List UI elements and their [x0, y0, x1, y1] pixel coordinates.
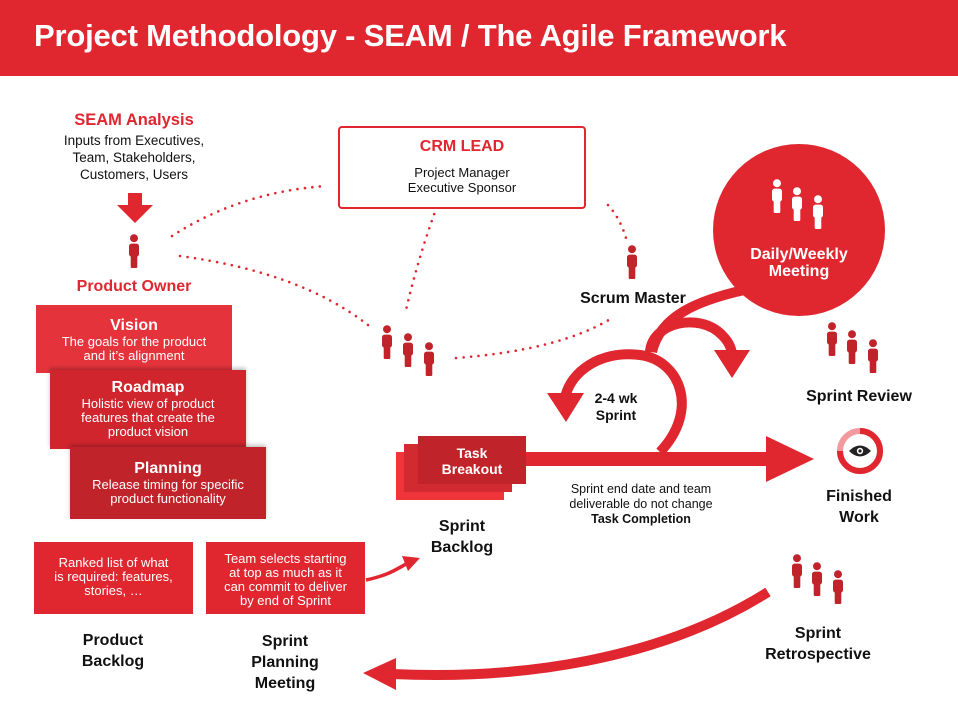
roadmap-card: Roadmap Holistic view of product feature…: [50, 370, 246, 449]
sprint-review-label: Sprint Review: [806, 388, 912, 405]
review-person-icon: [847, 330, 857, 364]
box-line: by end of Sprint: [239, 593, 332, 608]
team-selects-box: Team selects starting at top as much as …: [206, 542, 365, 614]
vision-text: The goals for the product and it’s align…: [36, 335, 232, 363]
header-bar: [0, 0, 958, 76]
label-line: Meeting: [254, 675, 316, 692]
sprint-loop-arrowhead: [547, 393, 584, 422]
planning-text: Release timing for specific product func…: [70, 478, 266, 506]
label-line: Sprint: [794, 625, 842, 642]
sprint-planning-label: Sprint Planning Meeting: [220, 631, 350, 694]
crm-lead-title: CRM LEAD: [419, 138, 505, 155]
card-line: product vision: [107, 424, 189, 439]
label-line: Backlog: [430, 539, 494, 556]
role-line: Executive Sponsor: [407, 180, 517, 195]
planning-to-backlog-arrowhead: [402, 556, 420, 571]
scrum-master-person-icon: [627, 245, 637, 279]
label-line: Finished: [826, 488, 892, 505]
retro-return-arrowhead: [363, 658, 396, 690]
daily-meeting-loop: [645, 317, 737, 357]
end-date-note: Sprint end date and team deliverable do …: [548, 482, 734, 527]
crm-lead-box: [338, 126, 586, 209]
sprint-cycle-label: 2-4 wk Sprint: [576, 390, 656, 424]
card-line: product functionality: [110, 491, 226, 506]
retro-person-icon: [833, 570, 843, 604]
label-line: Work: [839, 509, 879, 526]
task-breakout-card: Task Breakout: [418, 436, 526, 484]
box-line: stories, …: [84, 583, 143, 598]
product-backlog-label: Product Backlog: [44, 630, 182, 672]
card-line: Release timing for specific: [92, 477, 244, 492]
card-line: The goals for the product: [61, 334, 207, 349]
label-line: Daily/Weekly: [750, 246, 848, 263]
sprint-loop-arrow: [560, 349, 687, 456]
card-line: and it’s alignment: [83, 348, 185, 363]
main-flow-arrow-shaft: [520, 452, 770, 466]
retro-return-arrow: [391, 587, 771, 680]
label-line: Planning: [251, 654, 319, 671]
seam-analysis-title: SEAM Analysis: [74, 111, 194, 129]
scrum-master-label: Scrum Master: [580, 290, 686, 307]
product-owner-person-icon: [129, 234, 139, 268]
crm-lead-roles: Project Manager Executive Sponsor: [338, 165, 586, 195]
team-person-icon: [403, 333, 413, 367]
roadmap-title: Roadmap: [111, 379, 185, 396]
note-line: Sprint end date and team: [570, 482, 712, 496]
label-line: Backlog: [81, 653, 145, 670]
finished-work-label: Finished Work: [802, 486, 916, 528]
label-line: Retrospective: [765, 646, 871, 663]
card-line: Holistic view of product: [81, 396, 215, 411]
box-line: can commit to deliver: [224, 579, 347, 594]
daily-meeting-arrowhead: [714, 350, 750, 378]
vision-title: Vision: [110, 317, 158, 334]
label-line: Meeting: [768, 263, 830, 280]
input-line: Customers, Users: [79, 167, 189, 182]
input-line: Team, Stakeholders,: [72, 150, 196, 165]
eye-icon: [849, 445, 871, 457]
main-flow-arrowhead: [766, 436, 814, 482]
label-line: Task: [456, 445, 488, 461]
box-line: Ranked list of what: [58, 555, 169, 570]
note-line: deliverable do not change: [569, 497, 713, 511]
label-line: Product: [82, 632, 144, 649]
planning-card: Planning Release timing for specific pro…: [70, 447, 266, 519]
retro-person-icon: [812, 562, 822, 596]
sprint-backlog-label: Sprint Backlog: [402, 516, 522, 558]
label-line: 2-4 wk: [594, 390, 638, 406]
daily-meeting-label: Daily/Weekly Meeting: [716, 246, 882, 280]
task-completion-text: Task Completion: [591, 512, 691, 526]
roadmap-text: Holistic view of product features that c…: [50, 397, 246, 439]
card-line: features that create the: [81, 410, 215, 425]
review-person-icon: [827, 322, 837, 356]
label-line: Sprint: [261, 633, 309, 650]
daily-meeting-circle: [713, 144, 885, 316]
vision-card: Vision The goals for the product and it’…: [36, 305, 232, 373]
dotted-connectors: [170, 184, 628, 360]
down-arrow-icon: [117, 193, 153, 223]
sprint-retrospective-label: Sprint Retrospective: [752, 623, 884, 665]
seam-analysis-inputs: Inputs from Executives, Team, Stakeholde…: [36, 132, 232, 183]
ranked-list-box: Ranked list of what is required: feature…: [34, 542, 193, 614]
team-person-icon: [424, 342, 434, 376]
planning-to-backlog-arrow: [365, 561, 409, 582]
label-line: Sprint: [595, 407, 637, 423]
role-line: Project Manager: [414, 165, 510, 180]
review-person-icon: [868, 339, 878, 373]
label-line: Sprint: [438, 518, 486, 535]
planning-title: Planning: [134, 460, 202, 477]
retro-person-icon: [792, 554, 802, 588]
page-title: Project Methodology - SEAM / The Agile F…: [34, 18, 787, 53]
box-line: at top as much as it: [229, 565, 342, 580]
team-person-icon: [382, 325, 392, 359]
input-line: Inputs from Executives,: [63, 133, 205, 148]
finished-work-ring-dark: [837, 428, 883, 474]
label-line: Breakout: [441, 461, 503, 477]
box-line: Team selects starting: [224, 551, 347, 566]
product-owner-label: Product Owner: [76, 278, 192, 295]
box-line: is required: features,: [54, 569, 173, 584]
